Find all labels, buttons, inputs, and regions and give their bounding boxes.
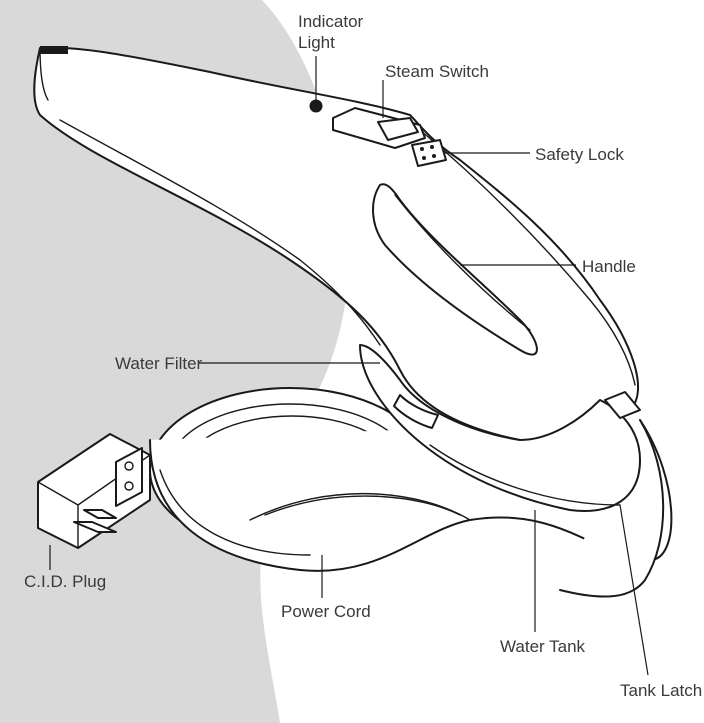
leader-lines	[49, 56, 649, 676]
water-tank	[359, 344, 641, 512]
steam-switch-part	[332, 107, 426, 149]
label-indicator-light-line2: Light	[298, 33, 335, 52]
front-vents	[40, 46, 68, 54]
label-handle: Handle	[582, 257, 636, 276]
power-cord	[149, 387, 673, 598]
safety-lock-part	[411, 139, 447, 167]
label-water-filter: Water Filter	[115, 354, 203, 373]
label-cid-plug: C.I.D. Plug	[24, 572, 106, 591]
label-tank-latch: Tank Latch	[620, 681, 702, 700]
tank-latch-part	[604, 391, 641, 419]
indicator-light-part	[309, 99, 323, 113]
label-power-cord: Power Cord	[281, 602, 371, 621]
label-steam-switch: Steam Switch	[385, 62, 489, 81]
label-safety-lock: Safety Lock	[535, 145, 624, 164]
label-indicator-light-line1: Indicator	[298, 12, 364, 31]
labels: Indicator Light Steam Switch Safety Lock…	[24, 12, 702, 700]
cid-plug-part	[37, 433, 151, 549]
leader-tank-latch	[619, 504, 649, 676]
label-water-tank: Water Tank	[500, 637, 586, 656]
water-filter-part	[393, 394, 439, 429]
